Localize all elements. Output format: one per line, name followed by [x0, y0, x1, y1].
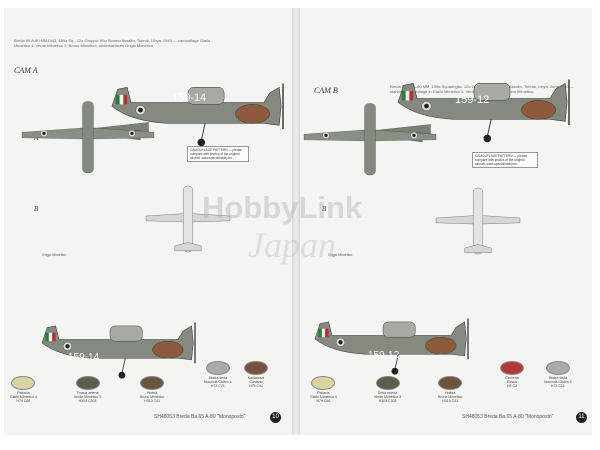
color-legend-item: Hnědá Bruno Mimetico H310 C41	[140, 376, 164, 403]
side-view-lower-left	[41, 321, 196, 380]
page-footer: SH48053 Breda Ba.65 A-80 "Monoposto"	[462, 414, 554, 420]
side-view-lower-right	[314, 317, 469, 376]
color-swatch	[311, 376, 336, 390]
color-legend-item: Pistacia Giallo Mimetico 4 H79 C66	[10, 376, 37, 403]
underside-label: Grigio Mimetico	[42, 253, 67, 257]
aircraft-code-lower: 159-12	[368, 350, 400, 361]
watermark: HobbyLink Japan	[190, 190, 410, 280]
color-swatch	[11, 376, 36, 390]
color-legend-item: Hnědá Bruno Mimetico H310 C41	[438, 376, 462, 403]
camouflage-notice: CAMOUFLAGE PATTERN — please compare with…	[187, 146, 249, 162]
callout-b: B	[34, 205, 39, 213]
legend-label: Tmavá zelená Verde Mimetico 3 H303 C303	[74, 391, 102, 403]
color-swatch	[438, 376, 463, 390]
callout-b: B	[322, 205, 327, 213]
intro-text: Breda 65 A-80 MM1343, 159a Sq., 12o Grup…	[14, 38, 211, 48]
legend-label: Šedá zelená Verde Mimetico 3 H303 C303	[374, 391, 402, 403]
page-footer: SH48053 Breda Ba.65 A-80 "Monoposto"	[154, 414, 246, 420]
camouflage-notice: CAMOUFLAGE PATTERN — please compare with…	[472, 152, 538, 168]
color-legend-item: Červená Rosso H3 C3	[500, 361, 524, 388]
top-view-right	[303, 103, 437, 176]
legend-label: Kaštanová Castano H75 C41	[247, 376, 265, 388]
scheme-label: CAM A	[14, 66, 38, 75]
color-legend-item: Pistacia Giallo Mimetico 4 H79 C66	[310, 376, 337, 403]
legend-label: Pistacia Giallo Mimetico 4 H79 C66	[310, 391, 337, 403]
page-left: Breda 65 A-80 MM1343, 159a Sq., 12o Grup…	[4, 8, 292, 435]
bottom-view-right	[435, 187, 521, 255]
page-number: 10	[270, 412, 281, 423]
underside-label: Grigio Mimetico	[328, 253, 353, 257]
color-legend-item: Kaštanová Castano H75 C41	[244, 361, 268, 388]
color-swatch	[75, 376, 100, 390]
color-swatch	[205, 361, 230, 375]
watermark-line1: HobbyLink	[202, 190, 363, 225]
watermark-line2: Japan	[248, 225, 336, 265]
binding-gutter	[292, 8, 300, 435]
aircraft-code-lower: 159-14	[68, 352, 100, 363]
color-legend-item: Modrá šedá Nocciola Chiaro 4 H72 C21	[544, 361, 572, 388]
scheme-label: CAM B	[314, 86, 338, 95]
color-swatch	[244, 361, 268, 375]
legend-label: Modrá šedá Nocciola Chiaro 4 H72 C21	[204, 376, 232, 388]
legend-label: Hnědá Bruno Mimetico H310 C41	[140, 391, 165, 403]
legend-label: Červená Rosso H3 C3	[505, 376, 519, 388]
legend-label: Modrá šedá Nocciola Chiaro 4 H72 C21	[544, 376, 572, 388]
page-number: 11	[576, 412, 587, 423]
color-legend-item: Tmavá zelená Verde Mimetico 3 H303 C303	[74, 376, 101, 403]
aircraft-code: 159-14	[172, 92, 206, 104]
color-swatch	[500, 361, 524, 375]
color-swatch	[140, 376, 165, 390]
aircraft-code: 159-12	[455, 94, 489, 106]
color-legend-item: Modrá šedá Nocciola Chiaro 4 H72 C21	[204, 361, 232, 388]
legend-label: Hnědá Bruno Mimetico H310 C41	[438, 391, 463, 403]
legend-label: Pistacia Giallo Mimetico 4 H79 C66	[10, 391, 37, 403]
color-swatch	[545, 361, 570, 375]
color-legend-item: Šedá zelená Verde Mimetico 3 H303 C303	[374, 376, 401, 403]
color-swatch	[375, 376, 400, 390]
